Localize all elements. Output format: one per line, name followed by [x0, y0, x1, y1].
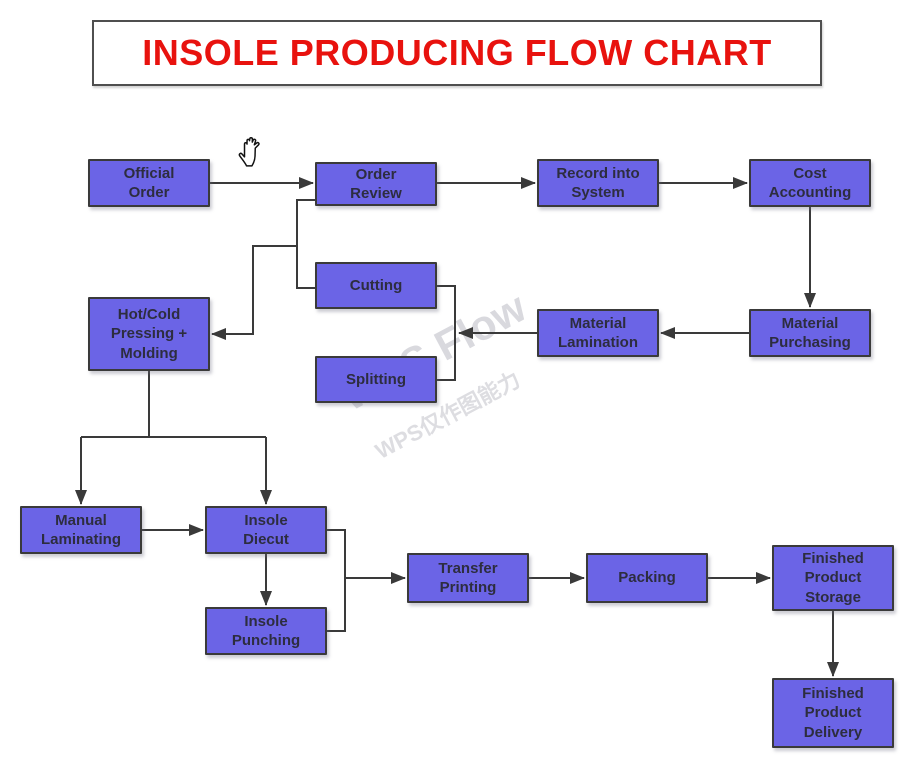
- node-label: Record into System: [556, 164, 640, 201]
- node-material-lamination[interactable]: Material Lamination: [537, 309, 659, 357]
- node-label: Official Order: [123, 164, 175, 201]
- node-record-into-system[interactable]: Record into System: [537, 159, 659, 207]
- node-label: Finished Product Delivery: [802, 685, 864, 741]
- node-label: Insole Punching: [231, 612, 301, 649]
- node-hot-cold-pressing-molding[interactable]: Hot/Cold Pressing + Molding: [88, 297, 210, 371]
- node-label: Manual Laminating: [40, 511, 121, 548]
- node-label: Material Purchasing: [769, 314, 851, 351]
- node-label: Insole Diecut: [243, 511, 289, 548]
- node-label: Transfer Printing: [438, 559, 498, 596]
- connector-order-review-to-cutting: [296, 199, 315, 289]
- node-label: Finished Product Storage: [802, 550, 864, 606]
- node-transfer-printing[interactable]: Transfer Printing: [407, 553, 529, 603]
- bracket-diecut-punching: [327, 529, 346, 632]
- chart-title: INSOLE PRODUCING FLOW CHART: [142, 32, 772, 73]
- connector-branch-to-hot-cold: [211, 245, 297, 340]
- node-material-purchasing[interactable]: Material Purchasing: [749, 309, 871, 357]
- node-insole-punching[interactable]: Insole Punching: [205, 607, 327, 655]
- node-official-order[interactable]: Official Order: [88, 159, 210, 207]
- node-label: Cutting: [349, 276, 403, 294]
- node-label: Order Review: [350, 165, 402, 202]
- node-manual-laminating[interactable]: Manual Laminating: [20, 506, 142, 554]
- node-label: Splitting: [346, 370, 406, 388]
- node-label: Packing: [618, 569, 676, 587]
- node-splitting[interactable]: Splitting: [315, 356, 437, 403]
- node-order-review[interactable]: Order Review: [315, 162, 437, 206]
- hand-grab-cursor-icon: [238, 137, 260, 167]
- node-label: Cost Accounting: [768, 164, 852, 201]
- node-label: Hot/Cold Pressing + Molding: [110, 306, 188, 362]
- chart-title-box: INSOLE PRODUCING FLOW CHART: [92, 20, 822, 86]
- bracket-cutting-splitting: [437, 285, 456, 381]
- node-cutting[interactable]: Cutting: [315, 262, 437, 309]
- node-finished-product-delivery[interactable]: Finished Product Delivery: [772, 678, 894, 748]
- node-insole-diecut[interactable]: Insole Diecut: [205, 506, 327, 554]
- node-finished-product-storage[interactable]: Finished Product Storage: [772, 545, 894, 611]
- node-label: Material Lamination: [557, 314, 638, 351]
- node-cost-accounting[interactable]: Cost Accounting: [749, 159, 871, 207]
- node-packing[interactable]: Packing: [586, 553, 708, 603]
